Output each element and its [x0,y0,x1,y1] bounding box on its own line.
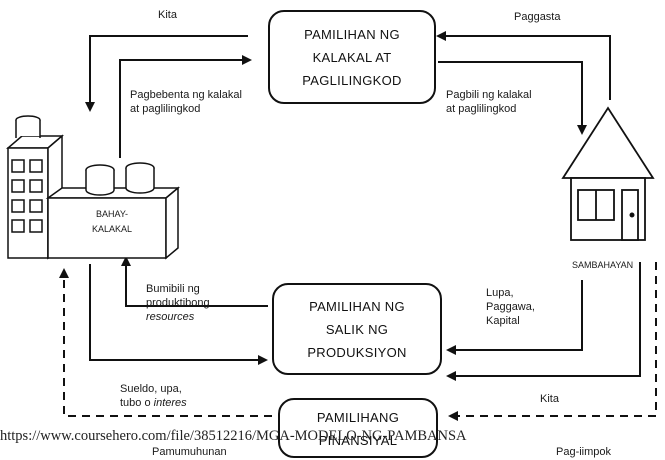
pag-iimpok-label: Pag-iimpok [556,446,612,458]
pamilihang-pinansiyal-line-2: PINANSIYAL [318,433,398,448]
paggasta-flow-arrow [436,31,611,100]
pamilihan-kalakal-line-2: KALAKAL AT [312,49,392,65]
kita-flow-arrow [85,35,248,112]
sueldo-flow-arrow [89,264,268,365]
pagbebenta-line-2: at paglilingkod [130,103,201,115]
kita-top-label: Kita [158,9,177,21]
sueldo-line-1: Sueldo, upa, [120,383,182,395]
bumibili-line-2: produktibong [146,297,210,309]
pagbili-line-2: at paglilingkod [446,103,517,115]
pamilihan-salik-line-1: PAMILIHAN NG [309,298,405,314]
resources-label: resources [146,311,195,323]
pagbebenta-label: Pagbebenta ng kalakal at paglilingkod [130,88,242,116]
bahay-kalakal-line-1: BAHAY- [96,209,129,219]
pamilihan-salik-line-2: SALIK NG [325,321,389,337]
lupa-line-2: Paggawa, [486,301,535,313]
pagbili-flow-arrow [438,61,587,135]
bumibili-line-1: Bumibili ng [146,283,200,295]
sueldo-line-2: tubo o interes [120,396,187,410]
pamilihan-kalakal-line-3: PAGLILINGKOD [302,72,402,88]
pamumuhunan-label: Pamumuhunan [152,446,227,458]
sueldo-label: Sueldo, upa, tubo o interes [120,382,187,410]
bumibili-label: Bumibili ng produktibong resources [146,282,210,324]
kita-bottom-flow-arrow [446,262,641,381]
pamilihan-salik-line-3: PRODUKSIYON [307,344,407,360]
sambahayan-house-icon [561,106,655,241]
lupa-label: Lupa, Paggawa, Kapital [486,286,535,328]
pamilihang-pinansiyal-box: PAMILIHANG PINANSIYAL [278,398,438,458]
pamilihan-kalakal-line-1: PAMILIHAN NG [304,26,400,42]
pagbili-label: Pagbili ng kalakal at paglilingkod [446,88,532,116]
pamilihan-kalakal-box: PAMILIHAN NG KALAKAL AT PAGLILINGKOD [268,10,436,104]
lupa-line-3: Kapital [486,315,520,327]
lupa-line-1: Lupa, [486,287,514,299]
kita-bottom-label: Kita [540,393,559,405]
pagbili-line-1: Pagbili ng kalakal [446,89,532,101]
sambahayan-label: SAMBAHAYAN [572,260,634,270]
bahay-kalakal-label: BAHAY- KALAKAL [92,208,132,235]
tubo-prefix: tubo o [120,397,154,409]
paggasta-label: Paggasta [514,11,561,23]
pag-iimpok-flow-arrow [448,262,657,421]
bahay-kalakal-building-icon [5,115,181,260]
bumibili-flow-arrow [121,256,268,307]
bahay-kalakal-line-2: KALAKAL [92,224,133,234]
pamilihan-salik-box: PAMILIHAN NG SALIK NG PRODUKSIYON [272,283,442,375]
lupa-flow-arrow [446,280,583,355]
pagbebenta-line-1: Pagbebenta ng kalakal [130,89,242,101]
interes-label: interes [153,397,187,409]
pagbebenta-flow-arrow [119,55,252,158]
pamilihang-pinansiyal-line-1: PAMILIHANG [316,410,400,425]
watermark-url: https://www.coursehero.com/file/38512216… [0,428,467,444]
